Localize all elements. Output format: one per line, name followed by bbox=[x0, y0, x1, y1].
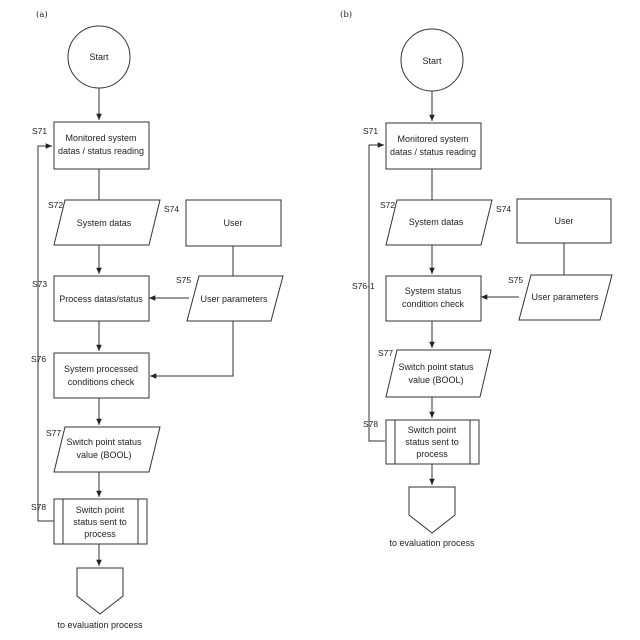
status-check-label-b-line2: condition check bbox=[402, 299, 465, 309]
switch-sent-label-b-line3: process bbox=[416, 449, 448, 459]
switch-value-label-a-line2: value (BOOL) bbox=[76, 450, 131, 460]
edge-a-params-check bbox=[150, 321, 233, 376]
step-label-b-s74: S74 bbox=[496, 204, 511, 214]
monitor-label-a-line2: datas / status reading bbox=[58, 146, 144, 156]
system-datas-label-b: System datas bbox=[409, 217, 464, 227]
switch-sent-label-a-line1: Switch point bbox=[76, 505, 125, 515]
step-label-a-s74: S74 bbox=[164, 204, 179, 214]
step-label-b-s78: S78 bbox=[363, 419, 378, 429]
panel-label-a: (a) bbox=[36, 9, 48, 20]
step-label-b-s71: S71 bbox=[363, 126, 378, 136]
diagram-b: Start Monitored system datas / status re… bbox=[352, 29, 612, 548]
monitor-label-b-line1: Monitored system bbox=[397, 134, 468, 144]
panel-label-b: (b) bbox=[340, 9, 352, 20]
switch-value-label-b-line2: value (BOOL) bbox=[408, 375, 463, 385]
step-label-b-s72: S72 bbox=[380, 200, 395, 210]
evaluation-connector-a bbox=[77, 568, 123, 614]
evaluation-label-a: to evaluation process bbox=[57, 620, 143, 630]
step-label-a-s78: S78 bbox=[31, 502, 46, 512]
edge-b-loop-back bbox=[369, 145, 385, 441]
switch-sent-label-a-line3: process bbox=[84, 529, 116, 539]
system-datas-label-a: System datas bbox=[77, 218, 132, 228]
diagram-a: Start Monitored system datas / status re… bbox=[31, 26, 283, 630]
monitor-box-b bbox=[386, 123, 481, 169]
step-label-a-s71: S71 bbox=[32, 126, 47, 136]
switch-sent-label-b-line2: status sent to bbox=[405, 437, 459, 447]
check-label-a-line1: System processed bbox=[64, 364, 138, 374]
switch-sent-label-a-line2: status sent to bbox=[73, 517, 127, 527]
switch-value-label-b-line1: Switch point status bbox=[398, 362, 474, 372]
user-label-b: User bbox=[554, 216, 573, 226]
check-label-a-line2: conditions check bbox=[68, 377, 135, 387]
step-label-a-s75: S75 bbox=[176, 275, 191, 285]
monitor-label-a-line1: Monitored system bbox=[65, 133, 136, 143]
status-check-label-b-line1: System status bbox=[405, 286, 462, 296]
step-label-a-s73: S73 bbox=[32, 279, 47, 289]
user-label-a: User bbox=[223, 218, 242, 228]
monitor-label-b-line2: datas / status reading bbox=[390, 147, 476, 157]
check-box-a bbox=[54, 353, 149, 398]
evaluation-label-b: to evaluation process bbox=[389, 538, 475, 548]
evaluation-connector-b bbox=[409, 487, 455, 533]
switch-value-label-a-line1: Switch point status bbox=[66, 437, 142, 447]
step-label-a-s72: S72 bbox=[48, 200, 63, 210]
step-label-b-s77: S77 bbox=[378, 348, 393, 358]
start-label-a: Start bbox=[89, 52, 109, 62]
switch-value-parallelogram-b bbox=[386, 350, 491, 397]
step-label-a-s76: S76 bbox=[31, 354, 46, 364]
step-label-b-s76-1: S76-1 bbox=[352, 281, 375, 291]
step-label-b-s75: S75 bbox=[508, 275, 523, 285]
user-params-label-a: User parameters bbox=[200, 294, 268, 304]
step-label-a-s77: S77 bbox=[46, 428, 61, 438]
start-label-b: Start bbox=[422, 56, 442, 66]
switch-sent-label-b-line1: Switch point bbox=[408, 425, 457, 435]
process-label-a: Process datas/status bbox=[59, 294, 143, 304]
user-params-label-b: User parameters bbox=[531, 292, 599, 302]
